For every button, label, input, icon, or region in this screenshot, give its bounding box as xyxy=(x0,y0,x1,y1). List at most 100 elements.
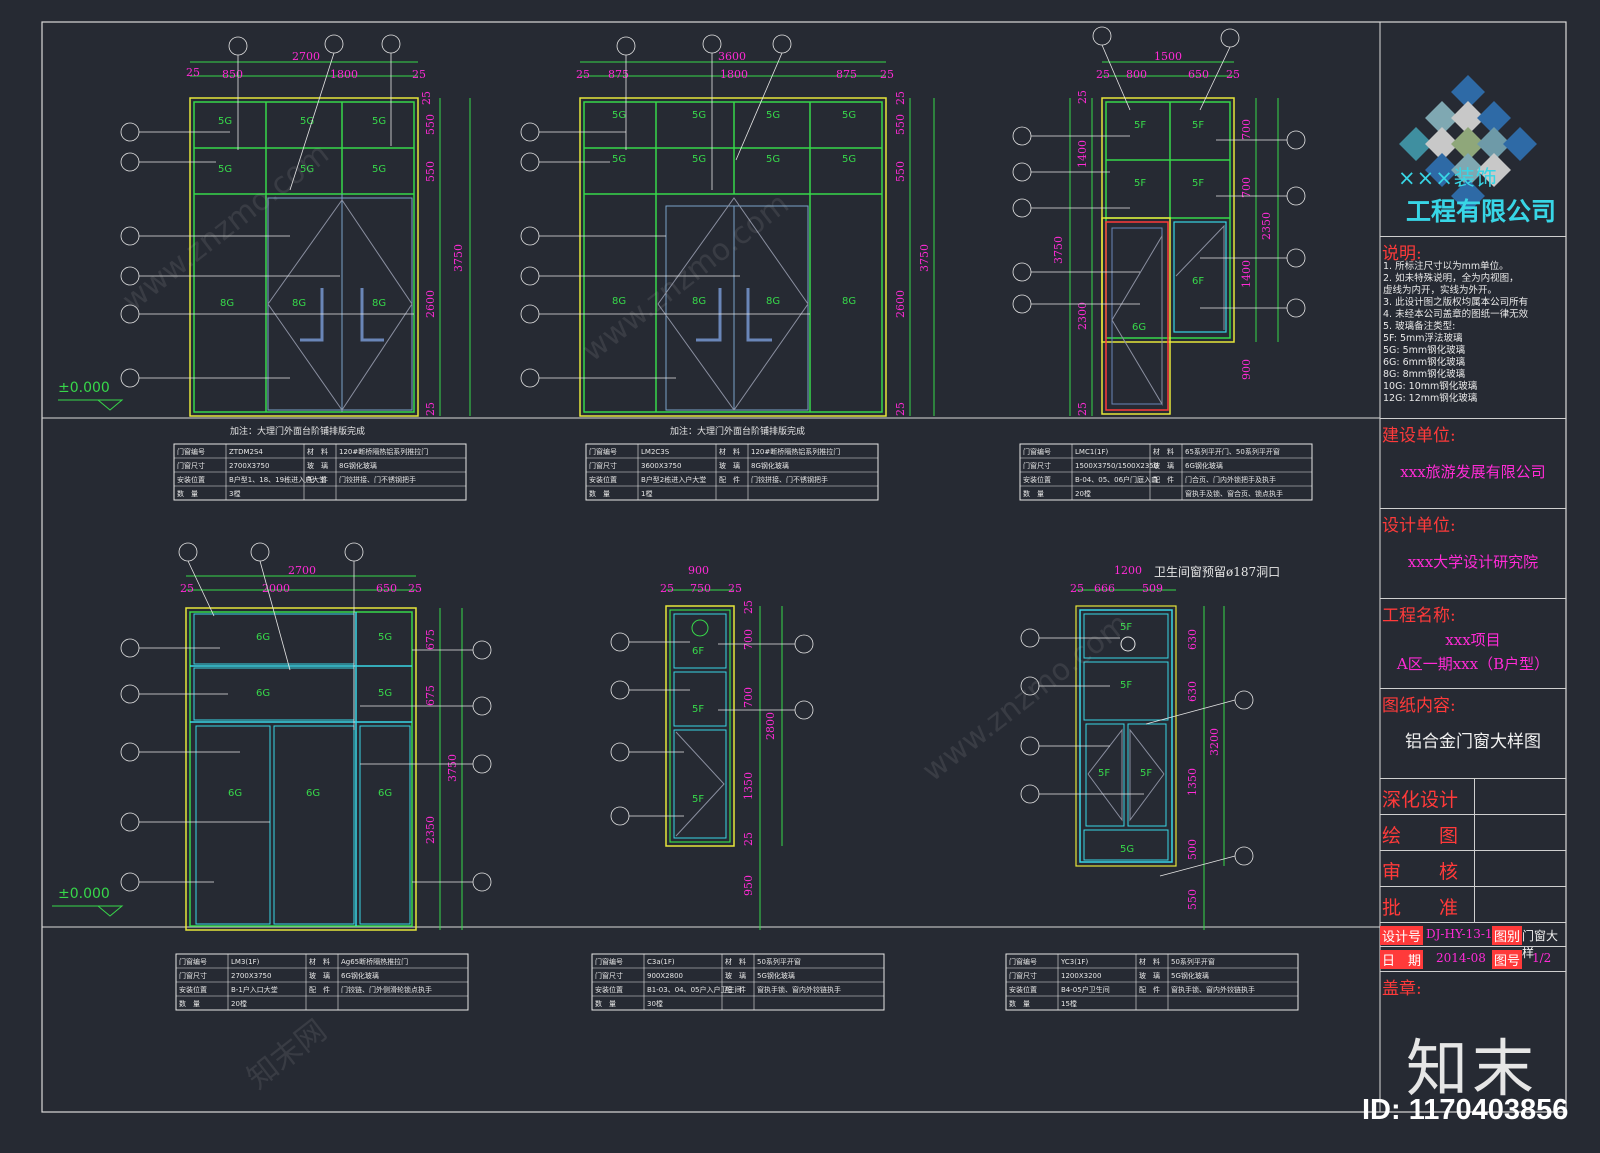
svg-text:25: 25 xyxy=(1076,402,1089,416)
svg-text:8G: 8G xyxy=(220,298,234,309)
elevation-marker xyxy=(52,399,124,917)
svg-text:1500: 1500 xyxy=(1154,50,1182,63)
svg-text:25: 25 xyxy=(894,402,907,416)
svg-text:3600: 3600 xyxy=(718,50,746,63)
spec-table-cell: YC3(1F) xyxy=(1060,958,1088,966)
svg-text:700: 700 xyxy=(742,687,755,708)
svg-text:900: 900 xyxy=(688,564,709,577)
svg-text:950: 950 xyxy=(742,875,755,896)
svg-text:5G: 5G xyxy=(766,154,780,165)
svg-text:8G: 8G xyxy=(612,296,626,307)
spec-table-cell: 65系列平开门、50系列平开窗 xyxy=(1185,447,1280,456)
note-item: 8G: 8mm钢化玻璃 xyxy=(1383,369,1466,380)
spec-table-cell: 50系列平开窗 xyxy=(1171,957,1215,966)
spec-table-cell: 门窗尺寸 xyxy=(1023,461,1051,470)
content-section: 图纸内容: 铝合金门窗大样图 xyxy=(1380,688,1566,779)
spec-table-cell: 门铰拼接、门不锈钢把手 xyxy=(339,475,416,484)
svg-text:630: 630 xyxy=(1186,681,1199,702)
svg-text:5G: 5G xyxy=(842,110,856,121)
svg-text:3750: 3750 xyxy=(452,244,465,272)
svg-text:5G: 5G xyxy=(218,116,232,127)
svg-text:25: 25 xyxy=(1070,582,1084,595)
elevation-mark-top: ±0.000 xyxy=(58,380,110,396)
svg-text:509: 509 xyxy=(1142,582,1163,595)
spec-table-cell: 3600X3750 xyxy=(641,462,681,470)
spec-table-cell: 门窗尺寸 xyxy=(177,461,205,470)
spec-table-cell: 数 量 xyxy=(1009,999,1030,1008)
spec-table-cell: 120#断桥隔热铝系列推拉门 xyxy=(339,447,428,456)
spec-table-cell: 2700X3750 xyxy=(229,462,269,470)
svg-text:5F: 5F xyxy=(1140,768,1152,779)
svg-text:2000: 2000 xyxy=(262,582,290,595)
svg-text:2350: 2350 xyxy=(424,816,437,844)
spec-table-cell: 数 量 xyxy=(179,999,200,1008)
sheet-label: 图号 xyxy=(1492,950,1523,969)
svg-text:2700: 2700 xyxy=(292,50,320,63)
drawing-border xyxy=(41,21,1567,1113)
svg-text:25: 25 xyxy=(180,582,194,595)
note-item: 3. 此设计图之版权均属本公司所有 xyxy=(1383,297,1529,308)
review-row: 审 核 xyxy=(1380,850,1566,887)
svg-text:666: 666 xyxy=(1094,582,1115,595)
svg-text:5G: 5G xyxy=(1120,844,1134,855)
spec-table-cell: 数 量 xyxy=(177,489,198,498)
svg-text:1350: 1350 xyxy=(1186,768,1199,796)
company-logo xyxy=(1399,75,1537,213)
svg-text:8G: 8G xyxy=(292,298,306,309)
svg-text:25: 25 xyxy=(1096,68,1110,81)
svg-text:25: 25 xyxy=(408,582,422,595)
svg-text:6G: 6G xyxy=(306,788,320,799)
spec-table-cell: 安装位置 xyxy=(595,985,623,994)
date-row: 日 期 2014-08 图号 1/2 xyxy=(1380,946,1566,972)
spec-table-cell: 材 料 xyxy=(309,957,330,966)
spec-table-cell: 材 料 xyxy=(725,957,746,966)
spec-table-cell: 材 料 xyxy=(307,447,328,456)
svg-text:5G: 5G xyxy=(692,110,706,121)
svg-text:5F: 5F xyxy=(1120,622,1132,633)
spec-table-cell: 配 件 xyxy=(309,985,330,994)
spec-table-cell: 6G钢化玻璃 xyxy=(1185,461,1223,470)
spec-table-cell: 门窗编号 xyxy=(1009,957,1037,966)
spec-table-cell: B户型1、18、19栋进入户大堂 xyxy=(229,475,326,484)
svg-text:25: 25 xyxy=(728,582,742,595)
spec-table-cell: 门窗编号 xyxy=(177,447,205,456)
company-name-line2: 工程有限公司 xyxy=(1406,197,1557,226)
spec-table-cell: 8G钢化玻璃 xyxy=(751,461,789,470)
date-value: 2014-08 xyxy=(1436,951,1486,965)
project-section: 工程名称: xxx项目 A区一期xxx（B户型） xyxy=(1380,598,1566,689)
spec-table-cell: 安装位置 xyxy=(179,985,207,994)
spec-table-cell: 8G钢化玻璃 xyxy=(339,461,377,470)
svg-text:25: 25 xyxy=(894,91,907,105)
window-hole-note: 卫生间窗预留ø187洞口 xyxy=(1154,565,1280,579)
svg-text:5G: 5G xyxy=(766,110,780,121)
svg-text:5G: 5G xyxy=(612,110,626,121)
svg-text:5G: 5G xyxy=(372,164,386,175)
watermark-brand: 知末 xyxy=(1406,1032,1539,1105)
svg-text:25: 25 xyxy=(1076,90,1089,104)
svg-text:5G: 5G xyxy=(612,154,626,165)
client-label: 建设单位: xyxy=(1382,426,1456,446)
svg-text:5F: 5F xyxy=(1120,680,1132,691)
svg-text:2800: 2800 xyxy=(764,712,777,740)
elevation-mark-bottom: ±0.000 xyxy=(58,886,110,902)
watermark-id: ID: 1170403856 xyxy=(1362,1094,1569,1126)
spec-table-cell: 玻 璃 xyxy=(1139,971,1160,980)
spec-table-cell: 配 件 xyxy=(719,475,740,484)
spec-table-cell: 材 料 xyxy=(1153,447,1174,456)
spec-table-cell: 门窗尺寸 xyxy=(589,461,617,470)
svg-text:8G: 8G xyxy=(372,298,386,309)
svg-text:1200: 1200 xyxy=(1114,564,1142,577)
deepen-row: 深化设计 xyxy=(1380,778,1566,815)
spec-table-cell: 窗执手及锁、窗合页、锁点执手 xyxy=(1185,489,1283,498)
title-block: ×××装饰 工程有限公司 说明: 1. 所标注尺寸以为mm单位。2. 如未特殊说… xyxy=(1380,22,1566,1112)
svg-text:5F: 5F xyxy=(1192,178,1204,189)
svg-text:25: 25 xyxy=(742,600,755,614)
svg-text:630: 630 xyxy=(1186,629,1199,650)
svg-text:700: 700 xyxy=(742,629,755,650)
design-no-label: 设计号 xyxy=(1380,926,1424,945)
project-value-2: A区一期xxx（B户型） xyxy=(1396,655,1550,673)
svg-text:2600: 2600 xyxy=(894,290,907,318)
